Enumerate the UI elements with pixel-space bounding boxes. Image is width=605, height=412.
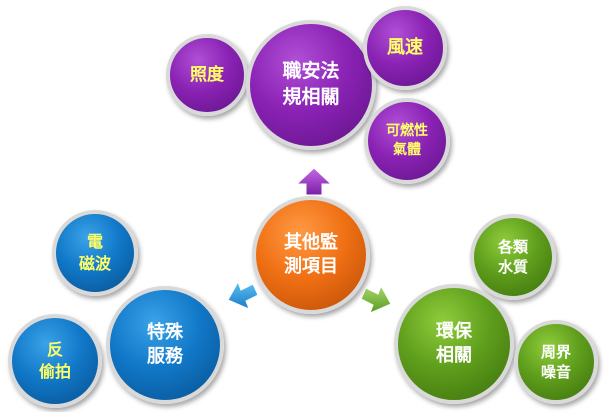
node-flammable-gas-line1: 可燃性 <box>386 123 428 140</box>
node-anti-spy-camera-line2: 偷拍 <box>38 362 71 381</box>
node-anti-spy-camera-line1: 反 <box>46 340 63 360</box>
node-environmental: 環保 相關 <box>394 284 514 404</box>
node-special-service: 特殊 服務 <box>106 286 224 404</box>
node-boundary-noise: 周界 噪音 <box>514 320 598 404</box>
arrow-right-icon <box>360 284 392 314</box>
node-boundary-noise-line2: 噪音 <box>540 363 571 381</box>
node-electromagnetic-wave-line1: 電 <box>86 232 103 252</box>
node-electromagnetic-wave: 電 磁波 <box>52 210 138 296</box>
node-water-quality-line2: 水質 <box>497 258 528 276</box>
node-other-monitoring-line2: 測項目 <box>284 256 338 277</box>
node-environmental-line2: 相關 <box>436 345 472 366</box>
node-wind-speed: 風速 <box>363 6 447 90</box>
node-water-quality: 各類 水質 <box>470 214 556 300</box>
node-flammable-gas: 可燃性 氣體 <box>364 98 450 184</box>
node-illuminance: 照度 <box>166 34 248 116</box>
node-environmental-line1: 環保 <box>436 320 472 342</box>
node-wind-speed-label: 風速 <box>387 36 423 58</box>
arrow-up-icon <box>295 167 333 196</box>
node-osh-regulation-line1: 職安法 <box>282 60 340 83</box>
node-osh-regulation-line2: 規相關 <box>282 86 340 108</box>
node-boundary-noise-line1: 周界 <box>540 342 571 361</box>
node-illuminance-label: 照度 <box>190 64 224 85</box>
node-flammable-gas-line2: 氣體 <box>393 142 421 158</box>
node-special-service-line2: 服務 <box>147 346 183 367</box>
node-special-service-line1: 特殊 <box>147 321 183 343</box>
node-other-monitoring-line1: 其他監 <box>284 231 338 253</box>
node-anti-spy-camera: 反 偷拍 <box>8 314 102 408</box>
node-osh-regulation: 職安法 規相關 <box>246 20 376 150</box>
node-electromagnetic-wave-line2: 磁波 <box>78 254 111 273</box>
arrow-left-icon <box>227 280 259 310</box>
node-other-monitoring: 其他監 測項目 <box>252 196 370 314</box>
node-water-quality-line1: 各類 <box>497 237 528 256</box>
